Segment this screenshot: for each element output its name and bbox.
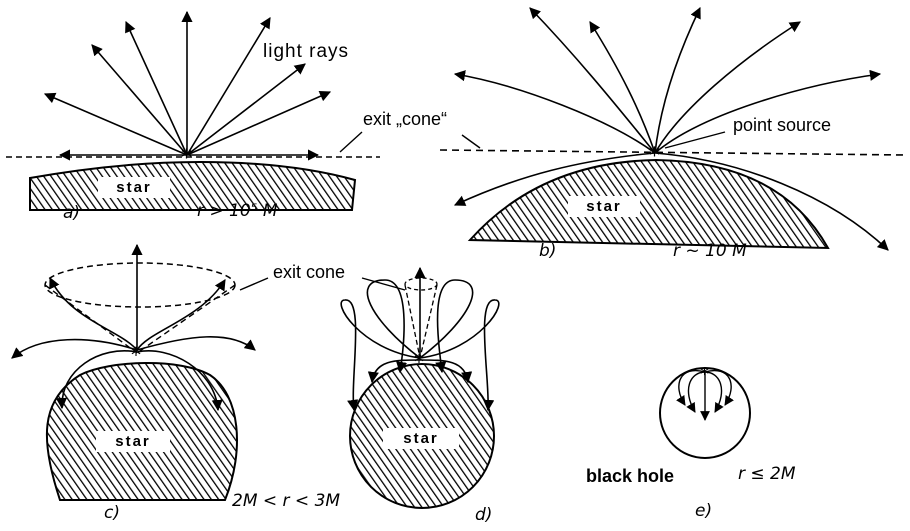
black-hole-label: black hole [586, 466, 675, 486]
exit-cone-quoted-label: exit „cone“ [363, 109, 448, 129]
panel-b-tag: b) [539, 241, 557, 261]
leader-exit-cone-d [361, 277, 406, 291]
panel-b: * [439, 6, 906, 251]
star-label-a: star [98, 177, 170, 198]
point-source-e: * [700, 364, 709, 385]
leader-exit-cone-c [239, 277, 269, 291]
star-surface-a [29, 160, 357, 211]
exit-cone-ellipse-c [44, 262, 236, 308]
star-surface-b [467, 158, 830, 250]
horizon-line-b [439, 149, 906, 156]
point-source-d: * [414, 350, 424, 374]
point-source-a: * [181, 146, 192, 171]
star-label-b: star [568, 196, 640, 217]
panel-c: * [11, 243, 269, 501]
panel-b-condition: r ~ 10 M [673, 241, 747, 261]
leader-exit-cone-a [339, 131, 363, 153]
leader-exit-cone-b [461, 134, 481, 149]
panel-c-condition: 2M < r < 3M [232, 491, 341, 511]
panel-e-condition: r ≤ 2M [738, 464, 796, 484]
panel-a: * [6, 10, 380, 211]
star-label-c: star [96, 431, 170, 452]
exit-cone-sides-c [44, 284, 236, 354]
panel-a-tag: a) [63, 203, 81, 223]
panel-e: * [659, 364, 751, 459]
light-rays-a [43, 10, 332, 161]
point-source-label: point source [733, 115, 832, 135]
exit-cone-label: exit cone [273, 262, 346, 282]
black-hole-circle [659, 367, 751, 459]
panel-e-tag: e) [695, 501, 713, 521]
exit-cone-ellipse-d [404, 277, 438, 291]
light-rays-c [11, 243, 256, 412]
point-source-b: * [649, 144, 660, 169]
panel-d-tag: d) [475, 505, 493, 525]
light-rays-e [676, 369, 734, 421]
light-rays-label: light rays [263, 41, 350, 62]
light-rays-d [340, 266, 500, 412]
panel-d: * [340, 266, 500, 509]
exit-cone-sides-d [404, 284, 438, 359]
point-source-c: * [131, 343, 141, 367]
light-rays-b [453, 6, 889, 251]
panel-c-tag: c) [104, 503, 120, 523]
star-label-d: star [383, 428, 459, 449]
leader-point-source [664, 131, 726, 149]
panel-a-condition: r > 10⁵ M [197, 201, 278, 221]
